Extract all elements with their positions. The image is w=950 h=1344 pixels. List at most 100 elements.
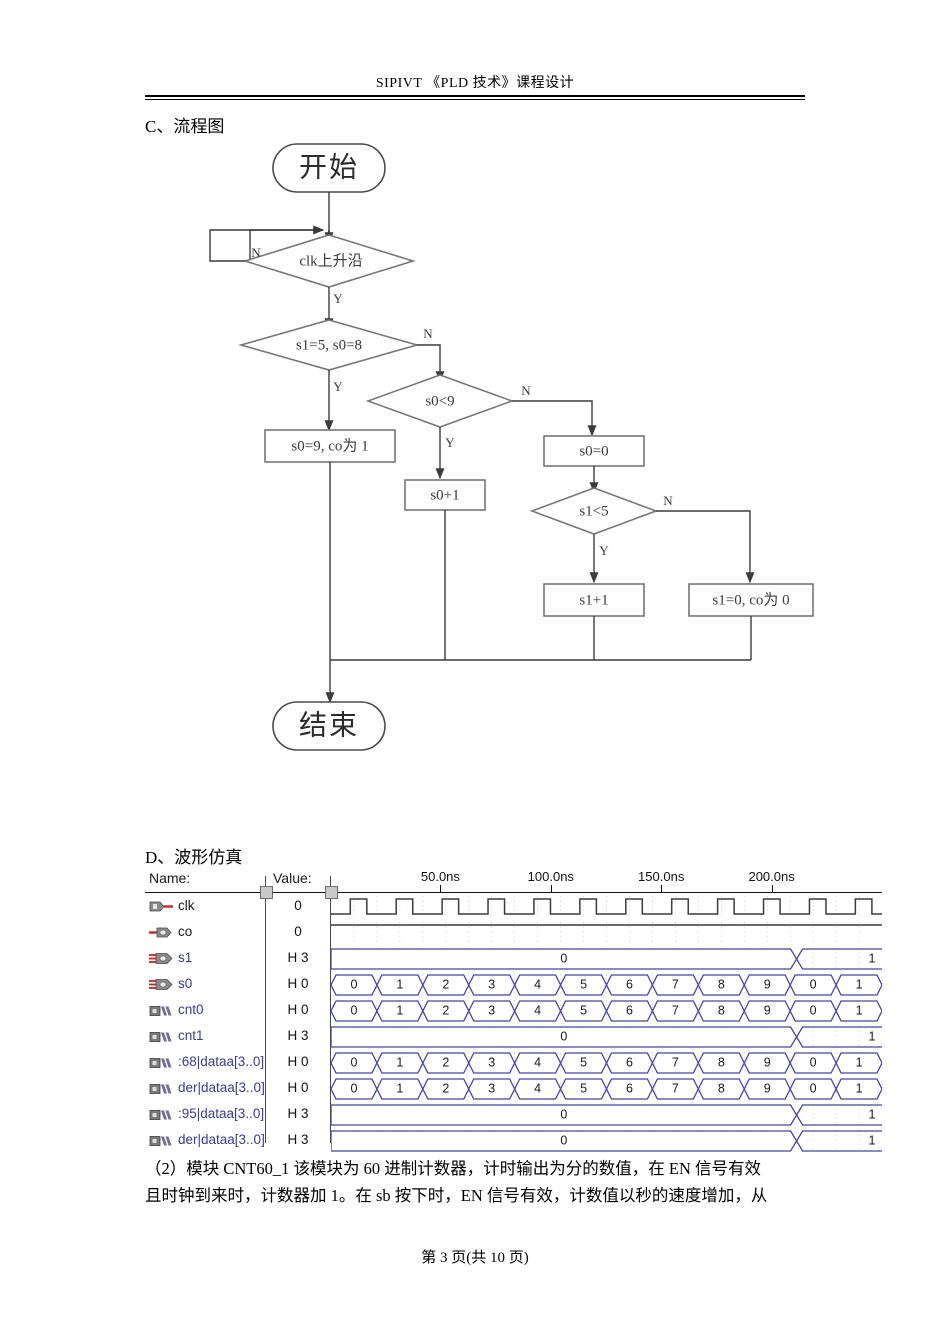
waveform-value-label: 3 (488, 1055, 495, 1069)
signal-value: 0 (294, 924, 302, 939)
flow-node-s1s0-check: s1=5, s0=8 (238, 319, 420, 371)
signal-name: :95|dataa[3..0] (178, 1106, 265, 1121)
waveform-value-label: 7 (672, 1003, 679, 1017)
waveform-value-label: 0 (350, 1055, 357, 1069)
node-icon (148, 1004, 174, 1017)
input-pin-icon (148, 900, 174, 913)
header-separator (145, 892, 882, 893)
waveform-value-label: 9 (764, 1081, 771, 1095)
node-icon (148, 1030, 174, 1043)
waveform-value-label: 1 (869, 951, 876, 965)
node-icon (148, 1134, 174, 1147)
bus-pin-icon (148, 952, 174, 965)
signal-value: 0 (294, 898, 302, 913)
waveform-value-label: 1 (396, 1081, 403, 1095)
signal-waveform-track[interactable] (331, 920, 882, 946)
waveform-value-label: 5 (580, 1081, 587, 1095)
flow-p5-label: s1=0, co为 0 (712, 591, 789, 608)
waveform-value-label: 6 (626, 1081, 633, 1095)
waveform-value-label: 4 (534, 1003, 541, 1017)
flow-s0lt9-label: s0<9 (425, 393, 454, 409)
waveform-value-label: 0 (560, 1107, 567, 1121)
waveform-value-label: 5 (580, 977, 587, 991)
flow-s1s0-label: s1=5, s0=8 (296, 337, 362, 353)
waveform-value-label: 7 (672, 977, 679, 991)
waveform-value-label: 1 (856, 1003, 863, 1017)
waveform-value-label: 0 (350, 977, 357, 991)
flow-node-s0-plus-1: s0+1 (404, 479, 486, 511)
signal-row[interactable]: clk 0 (145, 894, 882, 920)
waveform-value-label: 9 (764, 1055, 771, 1069)
signal-name: cnt1 (178, 1028, 204, 1043)
column-header-name: Name: (149, 870, 191, 886)
flow-branch-n-1: N (251, 245, 261, 260)
flow-node-s1-lt-5: s1<5 (529, 487, 659, 535)
signal-waveform-track[interactable] (331, 894, 882, 920)
waveform-value-label: 1 (856, 1055, 863, 1069)
flow-node-start: 开始 (272, 143, 386, 193)
column-header-value: Value: (273, 870, 312, 886)
waveform-value-label: 3 (488, 977, 495, 991)
waveform-value-label: 1 (396, 1055, 403, 1069)
time-tick-label: 150.0ns (638, 869, 685, 884)
waveform-value-label: 0 (560, 951, 567, 965)
column-resize-grip-name[interactable] (260, 886, 273, 899)
time-tick-label: 200.0ns (748, 869, 795, 884)
flow-end-label: 结束 (299, 709, 359, 741)
output-pin-icon (148, 926, 174, 939)
waveform-value-label: 8 (718, 1081, 725, 1095)
waveform-value-label: 1 (869, 1107, 876, 1121)
signal-value: H 3 (287, 950, 309, 965)
waveform-value-label: 5 (580, 1055, 587, 1069)
flow-node-s0-9-co-1: s0=9, co为 1 (264, 429, 396, 463)
flow-p4-label: s1+1 (579, 592, 608, 608)
signal-value: H 0 (287, 1080, 309, 1095)
node-icon (148, 1082, 174, 1095)
time-tick-mark (440, 885, 442, 893)
waveform-value-label: 4 (534, 1081, 541, 1095)
signal-value: H 3 (287, 1106, 309, 1121)
signal-value: H 3 (287, 1028, 309, 1043)
waveform-value-label: 2 (442, 1055, 449, 1069)
body-paragraph: （2）模块 CNT60_1 该模块为 60 进制计数器，计时输出为分的数值，在 … (145, 1155, 845, 1209)
flow-p1-label: s0=9, co为 1 (291, 437, 368, 454)
flow-branch-y-3: Y (445, 435, 455, 450)
waveform-value-label: 2 (442, 977, 449, 991)
signal-value: H 0 (287, 1002, 309, 1017)
signal-name: der|dataa[3..0] (178, 1080, 265, 1095)
waveform-value-label: 3 (488, 1003, 495, 1017)
signal-value: H 3 (287, 1132, 309, 1147)
signal-value: H 0 (287, 1054, 309, 1069)
flow-node-s1-0-co-0: s1=0, co为 0 (688, 583, 814, 617)
flow-branch-n-2: N (423, 326, 433, 341)
signal-name: clk (178, 898, 195, 913)
waveform-value-label: 1 (856, 1081, 863, 1095)
signal-name: :68|dataa[3..0] (178, 1054, 265, 1069)
flowchart: 开始 clk上升沿 N Y s1=5, s0=8 N (140, 130, 840, 770)
time-tick-label: 50.0ns (420, 869, 460, 884)
waveform-value-label: 4 (534, 977, 541, 991)
column-resize-grip-value[interactable] (325, 886, 338, 899)
flow-node-s0-0: s0=0 (543, 435, 645, 467)
